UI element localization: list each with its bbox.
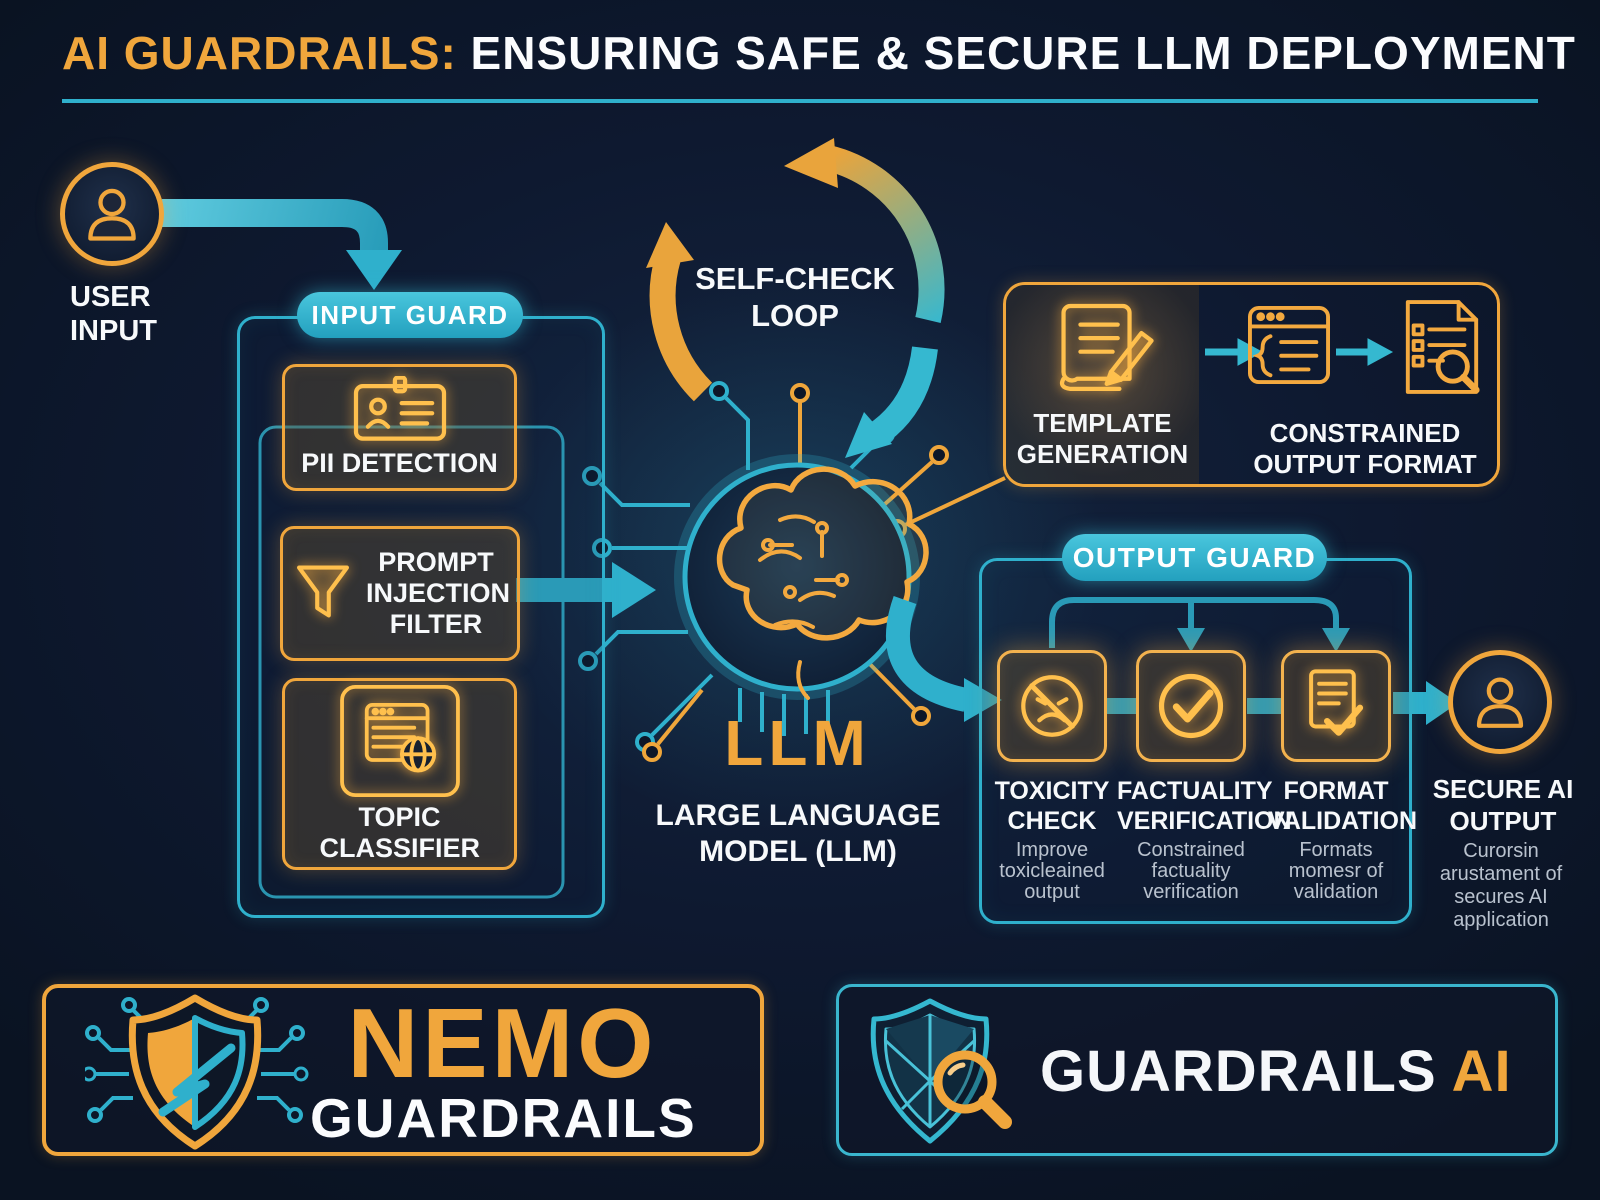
secure-user-icon: [1476, 677, 1524, 728]
user-icon: [88, 188, 136, 241]
prompt-injection-box: PROMPT INJECTION FILTER: [280, 526, 520, 661]
input-guard-pill: INPUT GUARD: [297, 292, 523, 338]
no-toxicity-icon: [1021, 675, 1083, 737]
llm-label: LLM: [724, 707, 871, 779]
brain-circuit-icon: [674, 454, 929, 700]
output-guard-panel: [979, 558, 1412, 924]
toxicity-check-label: TOXICITY CHECK: [994, 777, 1110, 835]
guardrails-ai-logo-title: GUARDRAILS AI: [1040, 1038, 1512, 1105]
arrow-input-to-llm: [516, 562, 656, 618]
nemo-logo-subtitle: GUARDRAILS: [310, 1087, 697, 1149]
circuit-traces-orange: [642, 383, 1006, 762]
format-validation-label: FORMAT VALIDATION: [1268, 777, 1418, 835]
self-check-loop-arrows: [646, 138, 945, 458]
input-guard-panel: [237, 316, 605, 918]
guardrails-shield-magnifier-icon: [870, 998, 1012, 1144]
nemo-shield-icon: [85, 994, 309, 1150]
scroll-pencil-icon: [1059, 303, 1154, 392]
topic-classifier-box: TOPIC CLASSIFIER: [282, 678, 517, 870]
id-card-icon: [353, 376, 446, 441]
factuality-verification-box: [1136, 650, 1246, 762]
format-validation-box: [1281, 650, 1391, 762]
llm-full-name-label: LARGE LANGUAGE MODEL (LLM): [655, 799, 941, 868]
document-search-icon: [1405, 300, 1480, 394]
secure-output-desc: Curorsin arustament of secures AI applic…: [1439, 840, 1563, 931]
page-title-rest: ENSURING SAFE & SECURE LLM DEPLOYMENT: [456, 27, 1576, 79]
document-check-icon: [1309, 669, 1364, 736]
browser-globe-icon: [339, 684, 460, 798]
user-input-label: USER INPUT: [70, 281, 157, 347]
guardrails-ai-title-suffix: AI: [1436, 1039, 1512, 1104]
guardrails-ai-title-main: GUARDRAILS: [1040, 1039, 1437, 1104]
input-guard-inner-frame: [258, 425, 565, 899]
secure-output-avatar: [1448, 650, 1552, 754]
format-validation-desc: Formats momesr of validation: [1288, 839, 1384, 903]
toxicity-check-desc: Improve toxicleained output: [999, 839, 1105, 903]
page-title: AI GUARDRAILS: ENSURING SAFE & SECURE LL…: [62, 26, 1576, 80]
check-circle-icon: [1158, 673, 1224, 739]
topic-classifier-label: TOPIC CLASSIFIER: [319, 802, 481, 863]
output-guard-pill: OUTPUT GUARD: [1062, 534, 1327, 581]
arrow-llm-to-output-guard: [885, 596, 1002, 722]
arrow-user-to-input-guard: [162, 199, 402, 290]
funnel-icon: [297, 565, 349, 618]
user-avatar: [60, 162, 164, 266]
prompt-injection-label: PROMPT INJECTION FILTER: [366, 547, 511, 639]
title-divider: [62, 99, 1538, 103]
factuality-verification-desc: Constrained factuality verification: [1137, 839, 1245, 903]
self-check-loop-label: SELF-CHECK LOOP: [695, 261, 895, 333]
constrained-output-label: CONSTRAINED OUTPUT FORMAT: [1253, 418, 1477, 479]
nemo-logo-title: NEMO: [347, 988, 658, 1098]
template-panel-left-glow: [1006, 285, 1199, 484]
page-title-highlight: AI GUARDRAILS:: [62, 27, 457, 79]
secure-output-label: SECURE AI OUTPUT: [1432, 774, 1574, 836]
template-panel: [1003, 282, 1500, 487]
pii-detection-label: PII DETECTION: [301, 448, 498, 478]
factuality-verification-label: FACTUALITY VERIFICATION: [1117, 777, 1292, 835]
template-generation-label: TEMPLATE GENERATION: [1016, 408, 1189, 469]
output-guard-connectors: [1049, 597, 1458, 725]
toxicity-check-box: [997, 650, 1107, 762]
pii-detection-box: PII DETECTION: [282, 364, 517, 491]
code-window-icon: [1248, 305, 1330, 385]
